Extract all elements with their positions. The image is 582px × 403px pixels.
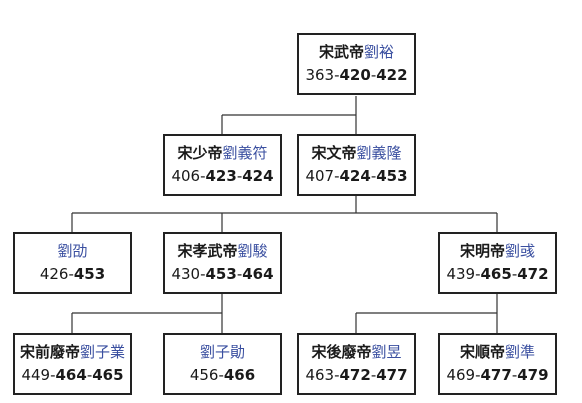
node-song-shaodi: 宋少帝劉義符 406-423-424 (163, 134, 282, 196)
birth-year: 406 (171, 167, 201, 185)
node-liu-zixun: 劉子勛 456-466 (163, 333, 282, 395)
node-song-xiaowudi: 宋孝武帝劉駿 430-453-464 (163, 232, 282, 294)
node-name: 劉子業 (80, 343, 126, 361)
node-name: 劉昱 (371, 343, 402, 361)
birth-year: 463 (305, 366, 335, 384)
end-year: 479 (517, 366, 549, 384)
birth-year: 407 (305, 167, 335, 185)
node-song-houfeidi: 宋後廢帝劉昱 463-472-477 (297, 333, 416, 395)
node-title: 宋明帝 (459, 242, 505, 260)
node-title: 宋後廢帝 (311, 343, 372, 361)
reign-start: 423 (205, 167, 237, 185)
node-name: 劉劭 (57, 242, 88, 260)
birth-year: 469 (446, 366, 476, 384)
reign-start: 424 (339, 167, 371, 185)
birth-year: 449 (21, 366, 51, 384)
node-name: 劉義隆 (356, 144, 402, 162)
end-year: 424 (242, 167, 274, 185)
reign-start: 477 (480, 366, 512, 384)
node-name: 劉彧 (505, 242, 536, 260)
end-year: 453 (73, 265, 106, 283)
node-name: 劉裕 (364, 43, 395, 61)
node-title: 宋順帝 (459, 343, 505, 361)
reign-start: 472 (339, 366, 371, 384)
end-year: 453 (376, 167, 408, 185)
node-title: 宋武帝 (318, 43, 364, 61)
reign-start: 420 (339, 66, 371, 84)
node-song-wudi: 宋武帝劉裕 363-420-422 (297, 33, 416, 95)
node-song-qianfeidi: 宋前廢帝劉子業 449-464-465 (13, 333, 132, 395)
node-song-wendi: 宋文帝劉義隆 407-424-453 (297, 134, 416, 196)
birth-year: 363 (305, 66, 335, 84)
node-title: 宋少帝 (177, 144, 223, 162)
node-name: 劉子勛 (199, 343, 245, 361)
reign-start: 464 (55, 366, 87, 384)
node-song-mingdi: 宋明帝劉彧 439-465-472 (438, 232, 557, 294)
node-name: 劉準 (505, 343, 536, 361)
node-title: 宋孝武帝 (177, 242, 238, 260)
reign-start: 453 (205, 265, 237, 283)
end-year: 422 (376, 66, 408, 84)
node-song-shundi: 宋順帝劉準 469-477-479 (438, 333, 557, 395)
node-liu-shao: 劉劭 426-453 (13, 232, 132, 294)
node-name: 劉義符 (222, 144, 268, 162)
end-year: 477 (376, 366, 408, 384)
birth-year: 439 (446, 265, 476, 283)
birth-year: 456 (189, 366, 219, 384)
node-title: 宋前廢帝 (19, 343, 80, 361)
end-year: 466 (223, 366, 256, 384)
end-year: 464 (242, 265, 274, 283)
birth-year: 430 (171, 265, 201, 283)
end-year: 472 (517, 265, 549, 283)
reign-start: 465 (480, 265, 512, 283)
node-title: 宋文帝 (311, 144, 357, 162)
node-name: 劉駿 (237, 242, 268, 260)
birth-year: 426 (39, 265, 69, 283)
end-year: 465 (92, 366, 124, 384)
